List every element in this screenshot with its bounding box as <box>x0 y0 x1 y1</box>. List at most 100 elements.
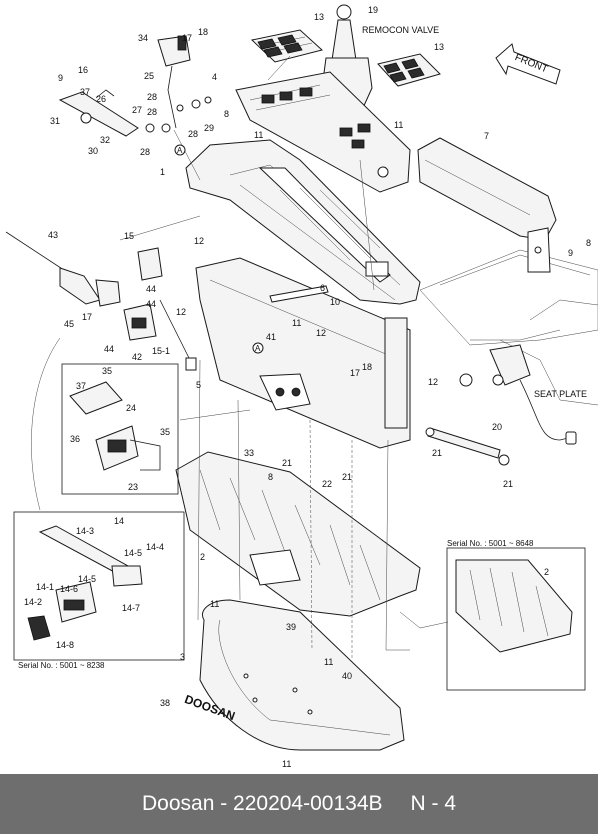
callout-14-5a: 14-5 <box>124 548 142 558</box>
callout-17b: 17 <box>82 312 92 322</box>
callout-43: 43 <box>48 230 58 240</box>
callout-11b: 11 <box>254 130 263 140</box>
detail-box-14 <box>13 511 185 661</box>
callout-11c: 11 <box>292 318 301 328</box>
callout-14-8: 14-8 <box>56 640 74 650</box>
callout-28a: 28 <box>147 92 157 102</box>
seat-frame <box>419 249 598 445</box>
callout-12b: 12 <box>176 307 186 317</box>
callout-12c: 12 <box>316 328 326 338</box>
callout-17c: 17 <box>350 368 360 378</box>
callout-1: 1 <box>160 167 165 177</box>
ref-a-mid: A <box>255 344 261 353</box>
callout-10: 10 <box>330 297 340 307</box>
seat-plate-label: SEAT PLATE <box>534 389 587 399</box>
callout-28b: 28 <box>147 107 157 117</box>
callout-14-4: 14-4 <box>146 542 164 552</box>
callout-17a: 17 <box>182 33 192 43</box>
callout-33: 33 <box>244 448 254 458</box>
upper-cover <box>235 71 411 193</box>
callout-29: 29 <box>204 123 214 133</box>
cable-assembly <box>5 231 197 371</box>
ref-a-top: A <box>177 146 183 155</box>
callout-21d: 21 <box>503 479 513 489</box>
callout-24: 24 <box>126 403 136 413</box>
callout-14-7: 14-7 <box>122 603 140 613</box>
callout-38: 38 <box>160 698 170 708</box>
gas-spring <box>425 427 510 466</box>
callout-14-5b: 14-5 <box>78 574 96 584</box>
callout-15: 15 <box>124 231 134 241</box>
callout-7: 7 <box>484 131 489 141</box>
callout-35a: 35 <box>102 366 112 376</box>
callout-44c: 44 <box>104 344 114 354</box>
callout-11f: 11 <box>282 759 291 769</box>
callout-40: 40 <box>342 671 352 681</box>
callout-35b: 35 <box>160 427 170 437</box>
callout-21c: 21 <box>342 472 352 482</box>
callout-12a: 12 <box>194 236 204 246</box>
callout-23: 23 <box>128 482 138 492</box>
callout-9b: 9 <box>568 248 573 258</box>
remocon-valve-label: REMOCON VALVE <box>362 25 439 35</box>
callout-22: 22 <box>322 479 332 489</box>
callout-14-3: 14-3 <box>76 526 94 536</box>
callout-11e: 11 <box>324 657 333 667</box>
callout-42: 42 <box>132 352 142 362</box>
callout-31: 31 <box>50 116 60 126</box>
callout-18a: 18 <box>198 27 208 37</box>
callout-3: 3 <box>180 652 185 662</box>
callout-44a: 44 <box>146 284 156 294</box>
callout-30: 30 <box>88 146 98 156</box>
callout-14-2: 14-2 <box>24 597 42 607</box>
page-number: N - 4 <box>410 792 457 815</box>
lower-cover <box>175 451 421 617</box>
callout-21a: 21 <box>432 448 442 458</box>
exploded-view-drawing: DOOSAN FRONT <box>5 4 598 769</box>
rubber-boot-right <box>377 53 441 87</box>
callout-34: 34 <box>138 33 148 43</box>
text-labels: REMOCON VALVE SEAT PLATE Serial No. : 50… <box>18 25 587 670</box>
callout-37b: 37 <box>76 381 86 391</box>
callout-36: 36 <box>70 434 80 444</box>
callout-19: 19 <box>368 5 378 15</box>
footer-bar: Doosan - 220204-00134B N - 4 <box>0 774 598 834</box>
callout-numbers: 19 13 13 34 17 18 4 25 9 16 37 26 27 28 … <box>24 5 591 769</box>
callout-16: 16 <box>78 65 88 75</box>
callout-5: 5 <box>196 380 201 390</box>
side-cover <box>199 599 405 751</box>
inner-frame <box>195 257 411 449</box>
console-body <box>185 139 421 305</box>
callout-18b: 18 <box>362 362 372 372</box>
lever-assembly <box>58 35 212 137</box>
callout-13b: 13 <box>434 42 444 52</box>
callout-9a: 9 <box>58 73 63 83</box>
detail-box-23-37 <box>61 363 179 495</box>
callout-14-1: 14-1 <box>36 582 54 592</box>
rubber-boot-left <box>250 29 324 63</box>
callout-37: 37 <box>80 87 90 97</box>
callout-44b: 44 <box>146 299 156 309</box>
callout-20: 20 <box>492 422 502 432</box>
detail-box-serial-right <box>446 547 586 691</box>
callout-14: 14 <box>114 516 124 526</box>
callout-25: 25 <box>144 71 154 81</box>
arm-rest <box>417 137 557 273</box>
parts-diagram: DOOSAN FRONT <box>5 4 598 769</box>
callout-2: 2 <box>200 552 205 562</box>
callout-27: 27 <box>132 105 142 115</box>
callout-11d: 11 <box>210 599 219 609</box>
callout-28d: 28 <box>188 129 198 139</box>
serial-left-label: Serial No. : 5001 ~ 8238 <box>18 661 105 670</box>
callout-39: 39 <box>286 622 296 632</box>
callout-8a: 8 <box>224 109 229 119</box>
callout-6: 6 <box>320 283 325 293</box>
callout-45: 45 <box>64 319 74 329</box>
callout-32: 32 <box>100 135 110 145</box>
callout-28c: 28 <box>140 147 150 157</box>
callout-8b: 8 <box>586 238 591 248</box>
callout-8c: 8 <box>268 472 273 482</box>
callout-2b: 2 <box>544 567 549 577</box>
document-code: Doosan - 220204-00134B <box>141 792 383 815</box>
front-arrow: FRONT <box>495 43 561 85</box>
